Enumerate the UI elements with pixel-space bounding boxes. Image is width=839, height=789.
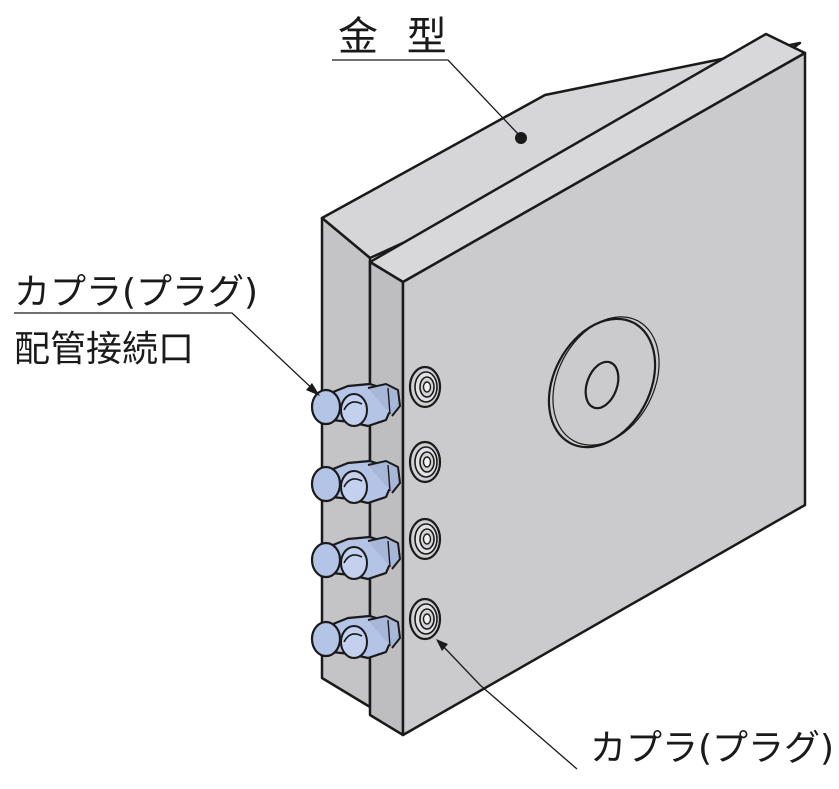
arrowhead: [306, 383, 320, 396]
elbow-fitting-icon: [310, 382, 402, 428]
coupler-plug-icon: [408, 597, 442, 641]
coupler-plug-label: カプラ(プラグ): [590, 728, 834, 769]
elbow-fitting-icon: [310, 459, 402, 505]
locating-ring: [547, 316, 660, 449]
leader-lines: [14, 59, 578, 770]
coupler-plug-icon: [408, 517, 442, 561]
elbow-fitting-icon: [310, 535, 402, 581]
piping-port-label: 配管接続口: [14, 329, 194, 370]
coupler-plug-icon: [408, 440, 442, 484]
mold-label: 金 型: [338, 14, 455, 60]
mold-leader-dot: [515, 132, 527, 144]
coupler-port-label: カプラ(プラグ): [14, 272, 258, 313]
arrowhead: [436, 639, 448, 651]
coupler-plug-icon: [408, 365, 442, 409]
elbow-fitting-icon: [310, 614, 402, 660]
